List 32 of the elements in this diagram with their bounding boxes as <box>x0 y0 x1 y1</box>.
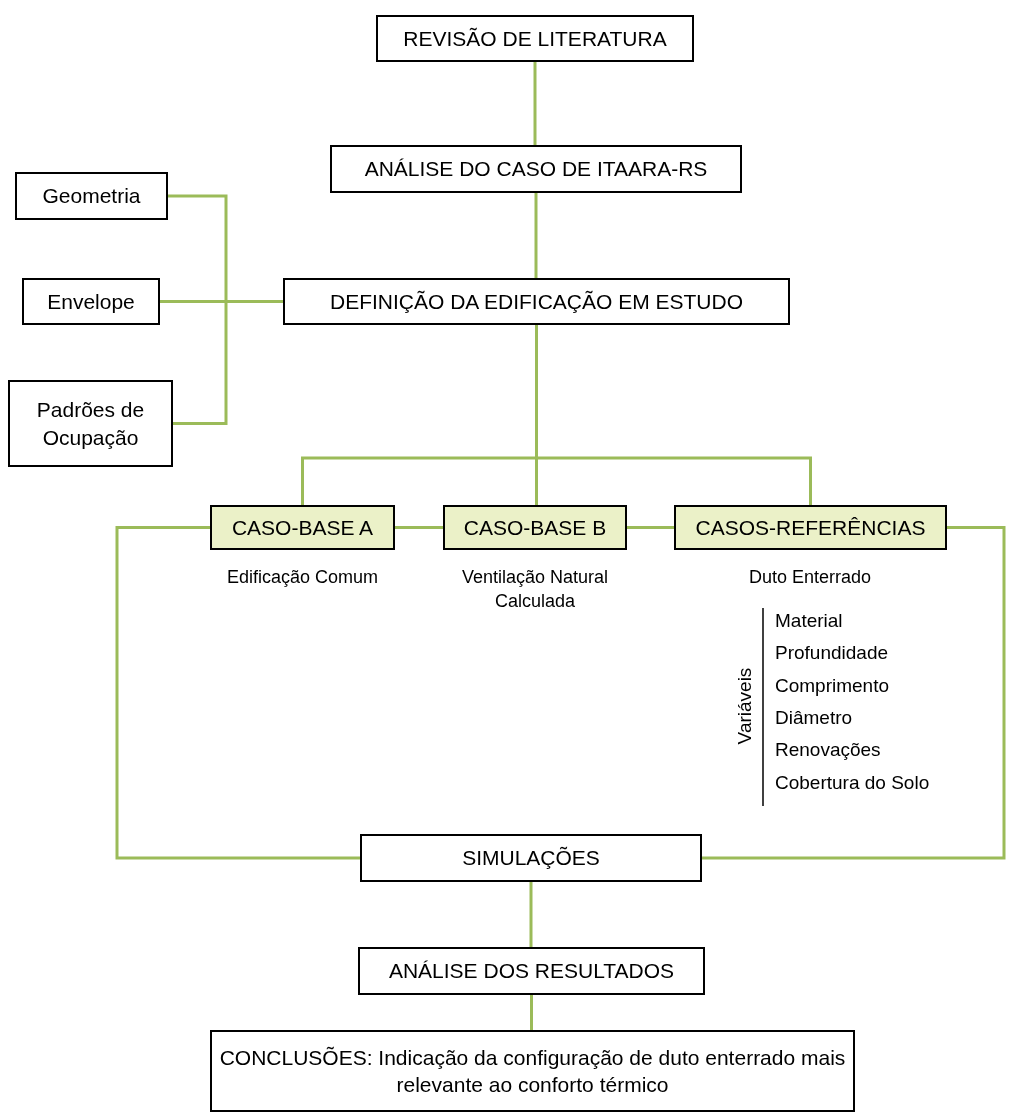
variable-label: Renovações <box>775 739 881 762</box>
process-box: ANÁLISE DO CASO DE ITAARA-RS <box>330 145 742 193</box>
node-caption: Ventilação Natural Calculada <box>460 566 610 614</box>
connector-line <box>115 526 360 860</box>
node-caption: Edificação Comum <box>225 566 380 589</box>
variable-label: Diâmetro <box>775 706 853 729</box>
connector-line <box>395 526 443 529</box>
process-box: REVISÃO DE LITERATURA <box>376 15 694 62</box>
connector-line <box>535 325 812 505</box>
connector-line <box>534 193 538 278</box>
process-box: Envelope <box>22 278 160 325</box>
connector-line <box>529 882 533 947</box>
process-box: Geometria <box>15 172 168 220</box>
variable-label: Profundidade <box>775 642 889 665</box>
connector-line <box>530 995 533 1030</box>
case-box: CASO-BASE A <box>210 505 395 550</box>
variable-label: Cobertura do Solo <box>775 771 930 794</box>
connector-line <box>627 526 674 529</box>
group-label: Variáveis <box>734 666 756 747</box>
connector-line <box>702 526 1006 860</box>
variable-label: Comprimento <box>775 674 890 697</box>
process-box: DEFINIÇÃO DA EDIFICAÇÃO EM ESTUDO <box>283 278 790 325</box>
process-box: Padrões de Ocupação <box>8 380 173 467</box>
process-box: CONCLUSÕES: Indicação da configuração de duto enterrado mais relevante ao conforto térmico <box>210 1030 855 1112</box>
connector-line <box>533 62 537 145</box>
case-box: CASO-BASE B <box>443 505 627 550</box>
case-box: CASOS-REFERÊNCIAS <box>674 505 947 550</box>
process-box: ANÁLISE DOS RESULTADOS <box>358 947 705 995</box>
variable-label: Material <box>775 610 843 632</box>
connector-line <box>173 300 283 425</box>
node-caption: Duto Enterrado <box>747 566 873 589</box>
process-box: SIMULAÇÕES <box>360 834 702 882</box>
